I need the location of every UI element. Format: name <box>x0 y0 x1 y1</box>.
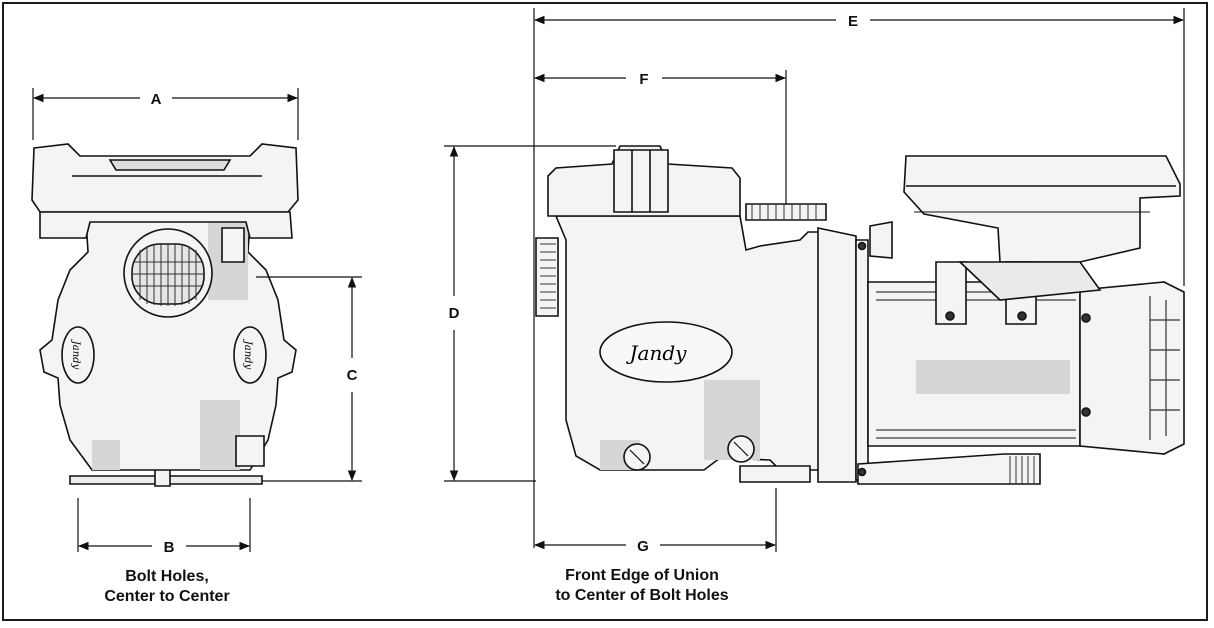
brand-logo: Jandy <box>626 341 688 365</box>
caption-right-line1: Front Edge of Union <box>565 567 719 584</box>
dim-label-e: E <box>848 13 858 30</box>
dim-label-f: F <box>639 71 648 88</box>
dim-label-b: B <box>164 539 175 556</box>
dim-label-c: C <box>347 367 358 384</box>
dim-label-a: A <box>151 91 162 108</box>
caption-left-line1: Bolt Holes, <box>125 568 209 585</box>
caption-front-edge: Front Edge of Union to Center of Bolt Ho… <box>532 566 752 606</box>
brand-logo-left: Jandy <box>70 339 81 370</box>
dimension-g <box>533 488 777 552</box>
dimension-b <box>77 498 251 552</box>
caption-right-line2: to Center of Bolt Holes <box>555 587 729 604</box>
diagram-frame <box>2 2 1208 621</box>
dim-label-d: D <box>449 305 460 322</box>
front-view-pump <box>31 143 299 487</box>
dim-label-g: G <box>637 538 649 555</box>
dimension-f <box>533 70 787 204</box>
dimension-a <box>32 88 299 140</box>
side-view-pump <box>535 145 1185 485</box>
brand-logo-right: Jandy <box>242 339 253 370</box>
caption-bolt-holes: Bolt Holes, Center to Center <box>62 567 272 607</box>
dimension-d <box>444 145 616 482</box>
dimension-c <box>256 276 362 482</box>
caption-left-line2: Center to Center <box>104 588 230 605</box>
dimension-e <box>533 8 1185 548</box>
